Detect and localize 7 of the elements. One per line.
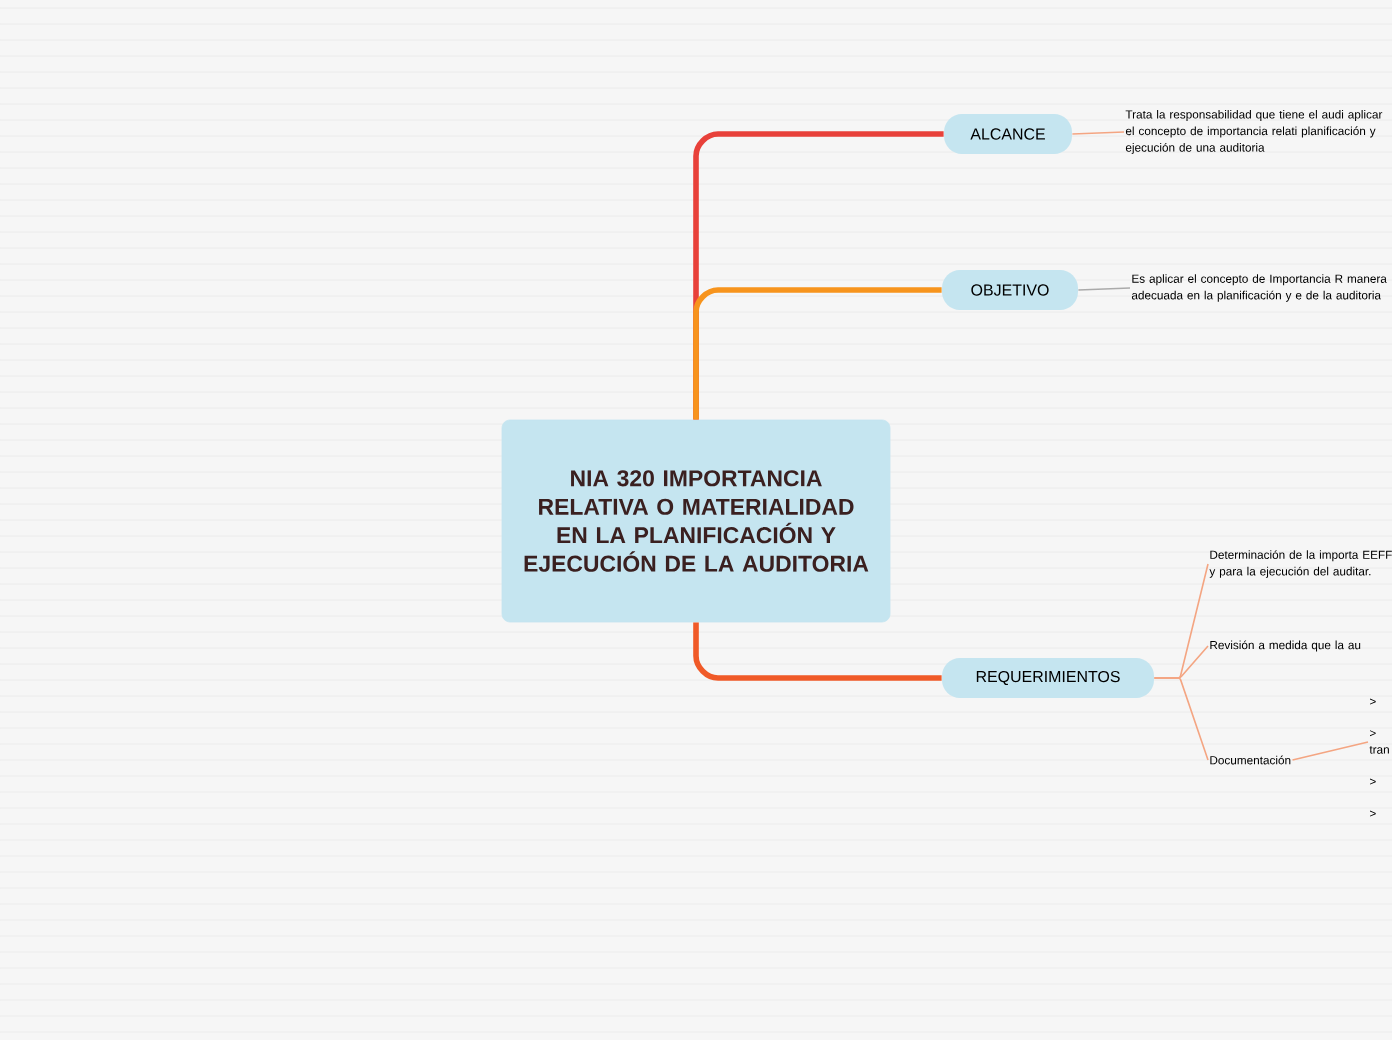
connector-line	[693, 622, 942, 681]
connector-line	[693, 287, 942, 420]
connector-line	[1071, 131, 1125, 135]
connector-line	[1153, 677, 1209, 761]
connector-line	[1077, 287, 1131, 291]
connector-line	[1291, 741, 1369, 761]
central-topic-box: NIA 320 IMPORTANCIA RELATIVA O MATERIALIDAD EN LA PLANIFICACIÓN Y EJECUCIÓN DE LA AUDITORIA	[501, 419, 891, 623]
